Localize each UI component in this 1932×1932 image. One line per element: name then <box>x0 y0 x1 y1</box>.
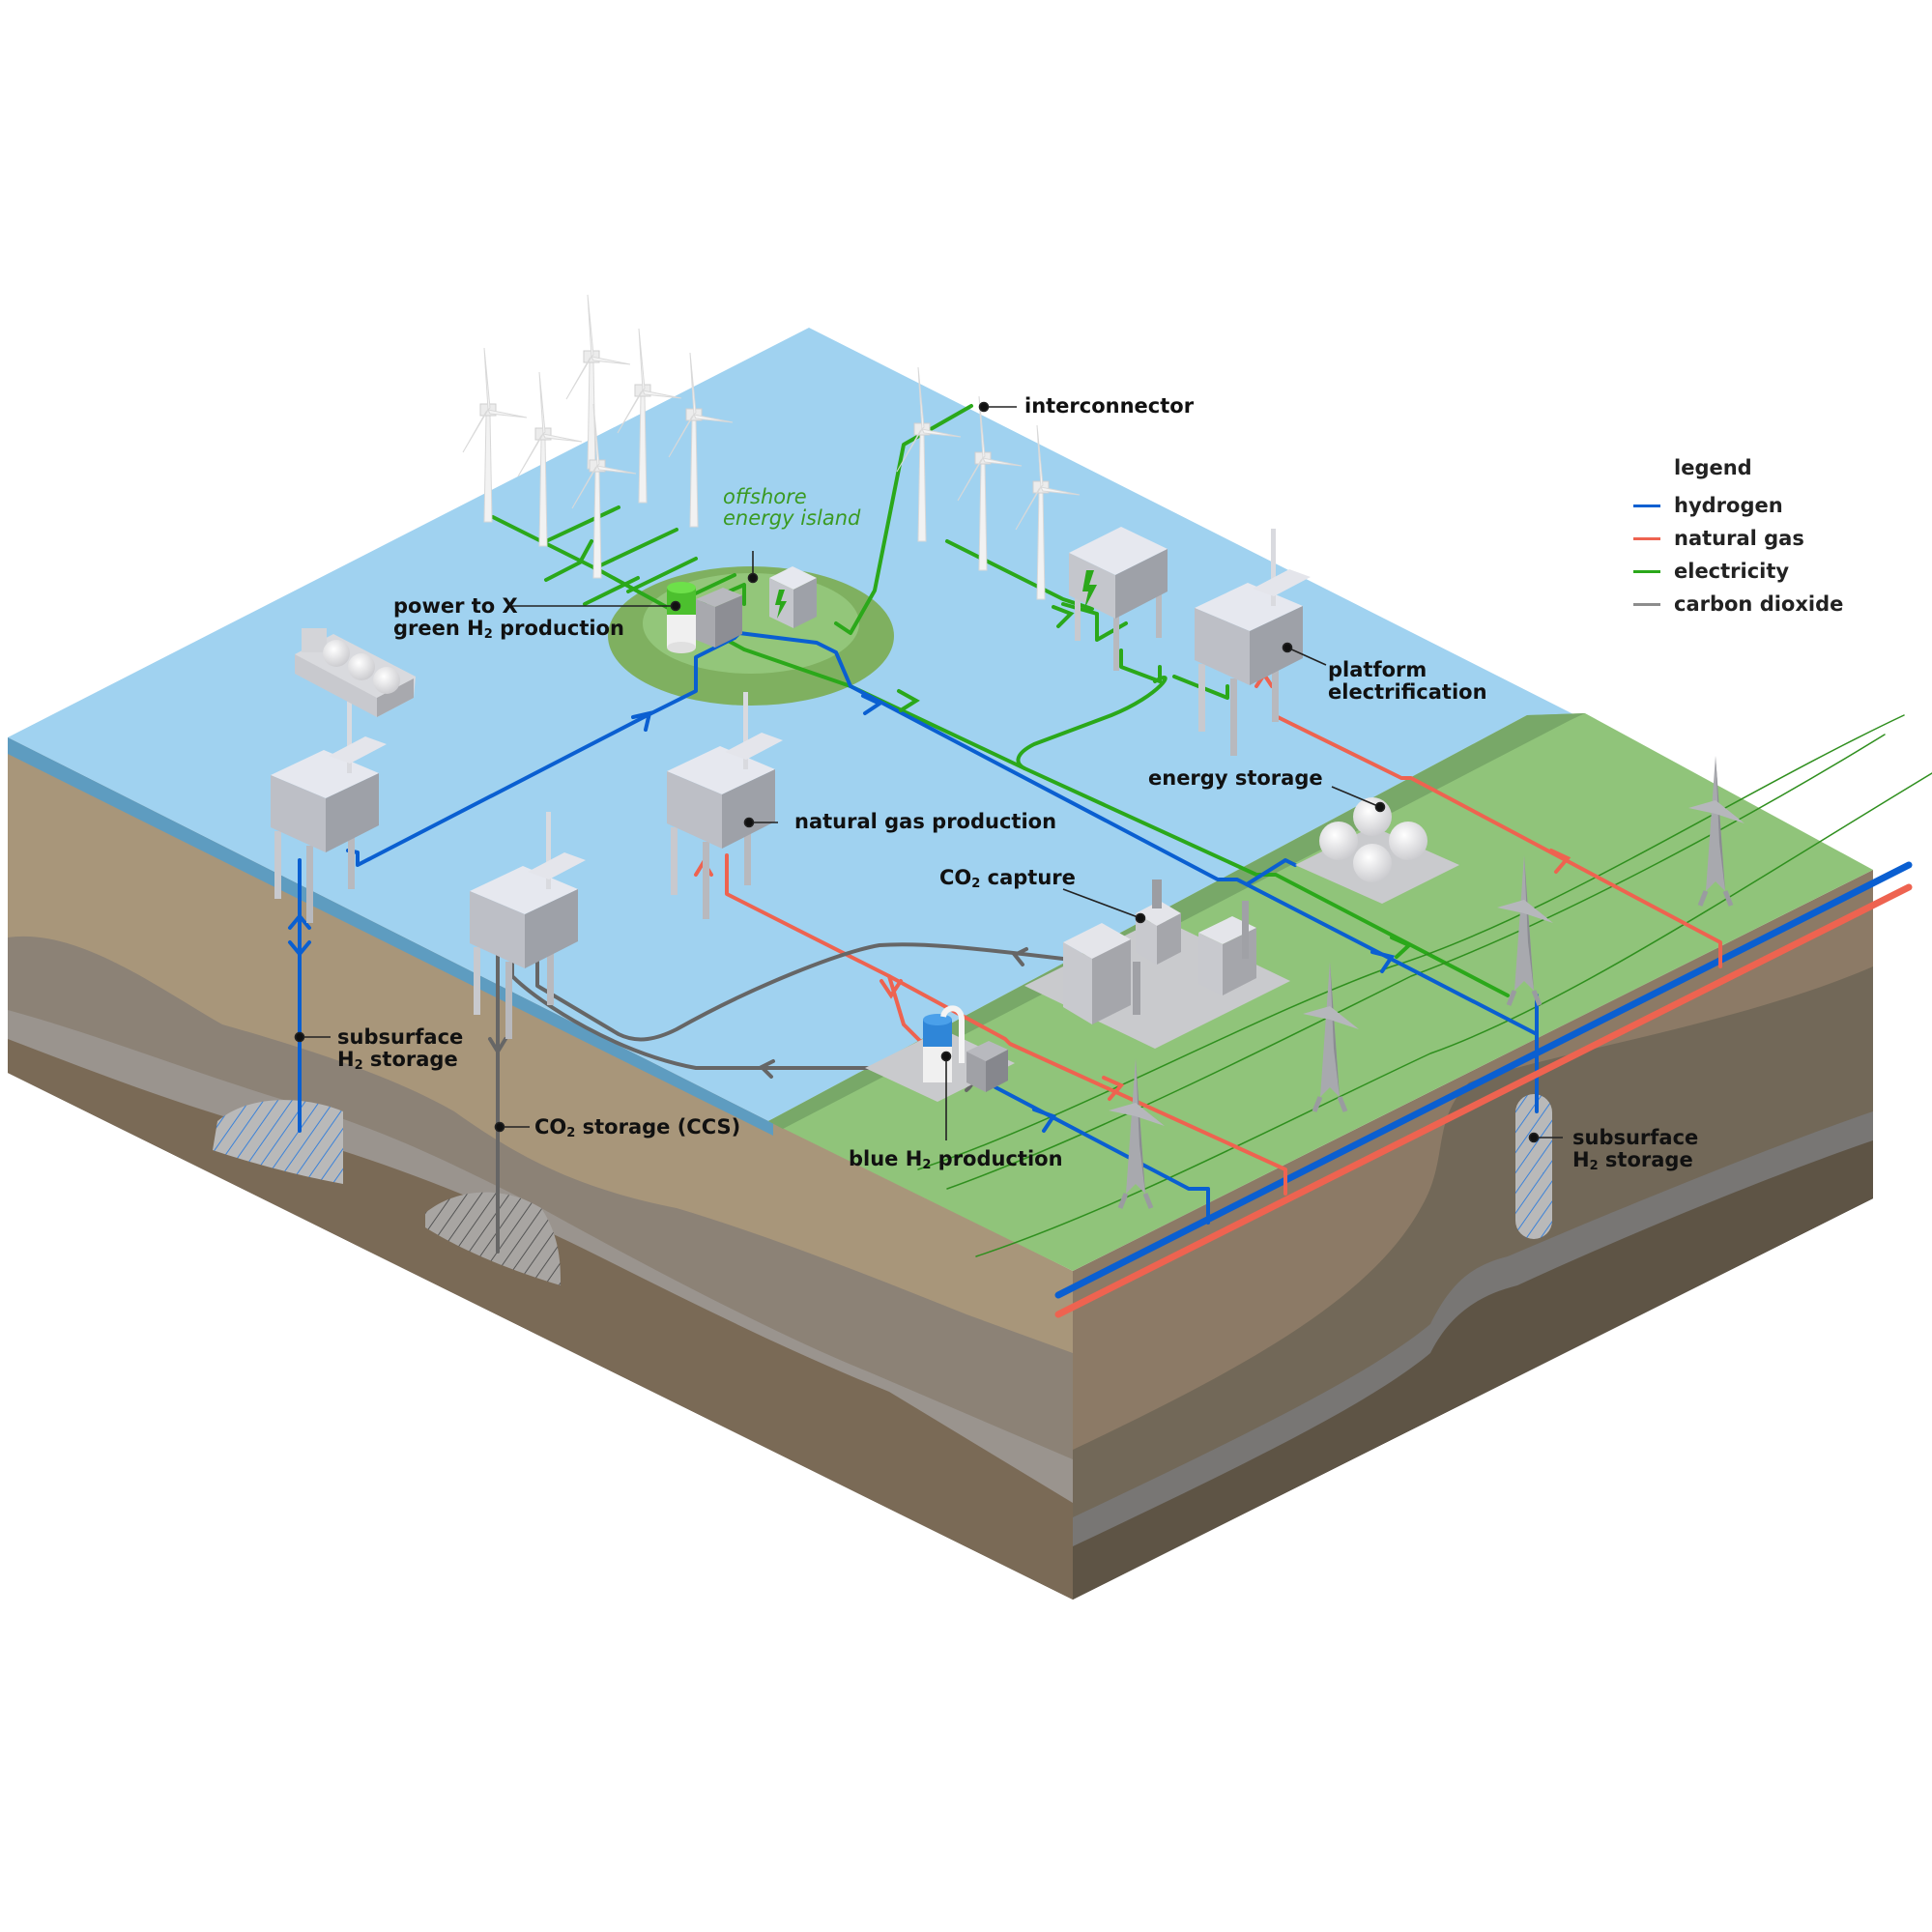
sea-surface <box>8 328 1575 1121</box>
label-offshore-energy-island-line2: energy island <box>723 506 861 530</box>
co2-cavern <box>425 1192 561 1285</box>
legend-item-electricity: electricity <box>1633 555 1843 588</box>
label-subsurface-h2-right-line1: subsurface <box>1572 1126 1699 1149</box>
legend: legend hydrogen natural gas electricity … <box>1633 456 1843 620</box>
arrow-co2-blue <box>758 1059 775 1079</box>
lng-ship-icon <box>295 628 416 717</box>
arrow-gas-land <box>1549 849 1572 874</box>
label-co2-capture: CO2 capture <box>939 866 1076 891</box>
arrow-elec-platform <box>1052 605 1075 628</box>
legend-swatch-hydrogen <box>1633 504 1660 507</box>
arrow-gas-down <box>879 979 903 999</box>
arrow-blue-h2 <box>1032 1108 1057 1133</box>
legend-swatch-carbon-dioxide <box>1633 602 1660 606</box>
label-energy-storage: energy storage <box>1148 766 1323 790</box>
label-power-to-x-line2: green H2 production <box>393 617 624 642</box>
label-blue-h2-production: blue H2 production <box>849 1147 1063 1172</box>
label-subsurface-h2-storage-right: subsurface H2 storage <box>1572 1126 1699 1173</box>
legend-item-carbon-dioxide: carbon dioxide <box>1633 588 1843 620</box>
arrow-h2-down <box>861 694 884 715</box>
label-platform-electrification-line2: electrification <box>1328 680 1487 704</box>
legend-title: legend <box>1674 456 1752 479</box>
label-subsurface-h2-storage-left: subsurface H2 storage <box>337 1025 464 1073</box>
left-face-dark-layer <box>8 1039 1073 1600</box>
sea-edge <box>8 737 773 1136</box>
label-subsurface-h2-left-line1: subsurface <box>337 1025 464 1049</box>
arrow-elec-land <box>1390 936 1413 959</box>
island-structures <box>667 566 817 653</box>
co2-capture-plant-icon <box>1024 879 1290 1049</box>
arrow-gas-blue <box>1102 1076 1125 1101</box>
offshore-platforms <box>271 527 1311 1039</box>
label-co2-storage-ccs: CO2 storage (CCS) <box>534 1115 741 1140</box>
right-face-darkest-layer <box>1073 1140 1873 1600</box>
label-power-to-x-line1: power to X <box>393 594 518 618</box>
legend-item-natural-gas: natural gas <box>1633 522 1843 555</box>
power-to-x-electrolyser-icon <box>667 582 742 653</box>
legend-swatch-natural-gas <box>1633 536 1660 540</box>
energy-storage-tanks-icon <box>1295 797 1459 904</box>
left-h2-cavern <box>213 1100 343 1184</box>
label-subsurface-h2-left-line2: H2 storage <box>337 1048 458 1073</box>
arrow-h2-land <box>1370 950 1396 973</box>
arrow-co2-ccs <box>488 1037 507 1055</box>
arrow-elec-island <box>897 689 920 712</box>
label-offshore-energy-island: offshore energy island <box>723 486 860 529</box>
right-h2-cavern <box>1515 1094 1552 1239</box>
label-interconnector: interconnector <box>1024 394 1195 418</box>
label-subsurface-h2-right-line2: H2 storage <box>1572 1148 1693 1173</box>
substation-icon <box>769 566 817 628</box>
label-platform-electrification: platform electrification <box>1328 659 1487 704</box>
ground-block <box>8 328 1873 1600</box>
label-offshore-energy-island-line1: offshore <box>723 485 807 508</box>
legend-swatch-electricity <box>1633 569 1660 573</box>
natural-gas-trunk <box>1054 883 1913 1318</box>
label-platform-electrification-line1: platform <box>1328 658 1427 681</box>
onshore-facilities <box>865 756 1745 1208</box>
label-power-to-x: power to X green H2 production <box>393 594 624 642</box>
arrow-h2-storage-down <box>288 940 311 958</box>
arrow-h2-storage-up <box>288 912 311 930</box>
subsurface-storage <box>213 1094 1552 1285</box>
label-natural-gas-production: natural gas production <box>794 810 1057 833</box>
arrow-co2-capture <box>1011 947 1028 966</box>
arrow-h2-to-island <box>631 710 652 732</box>
offshore-substation-icon <box>1069 527 1168 671</box>
legend-item-hydrogen: hydrogen <box>1633 489 1843 522</box>
leader-lines <box>294 401 1563 1143</box>
hydrogen-trunk <box>1054 861 1913 1299</box>
